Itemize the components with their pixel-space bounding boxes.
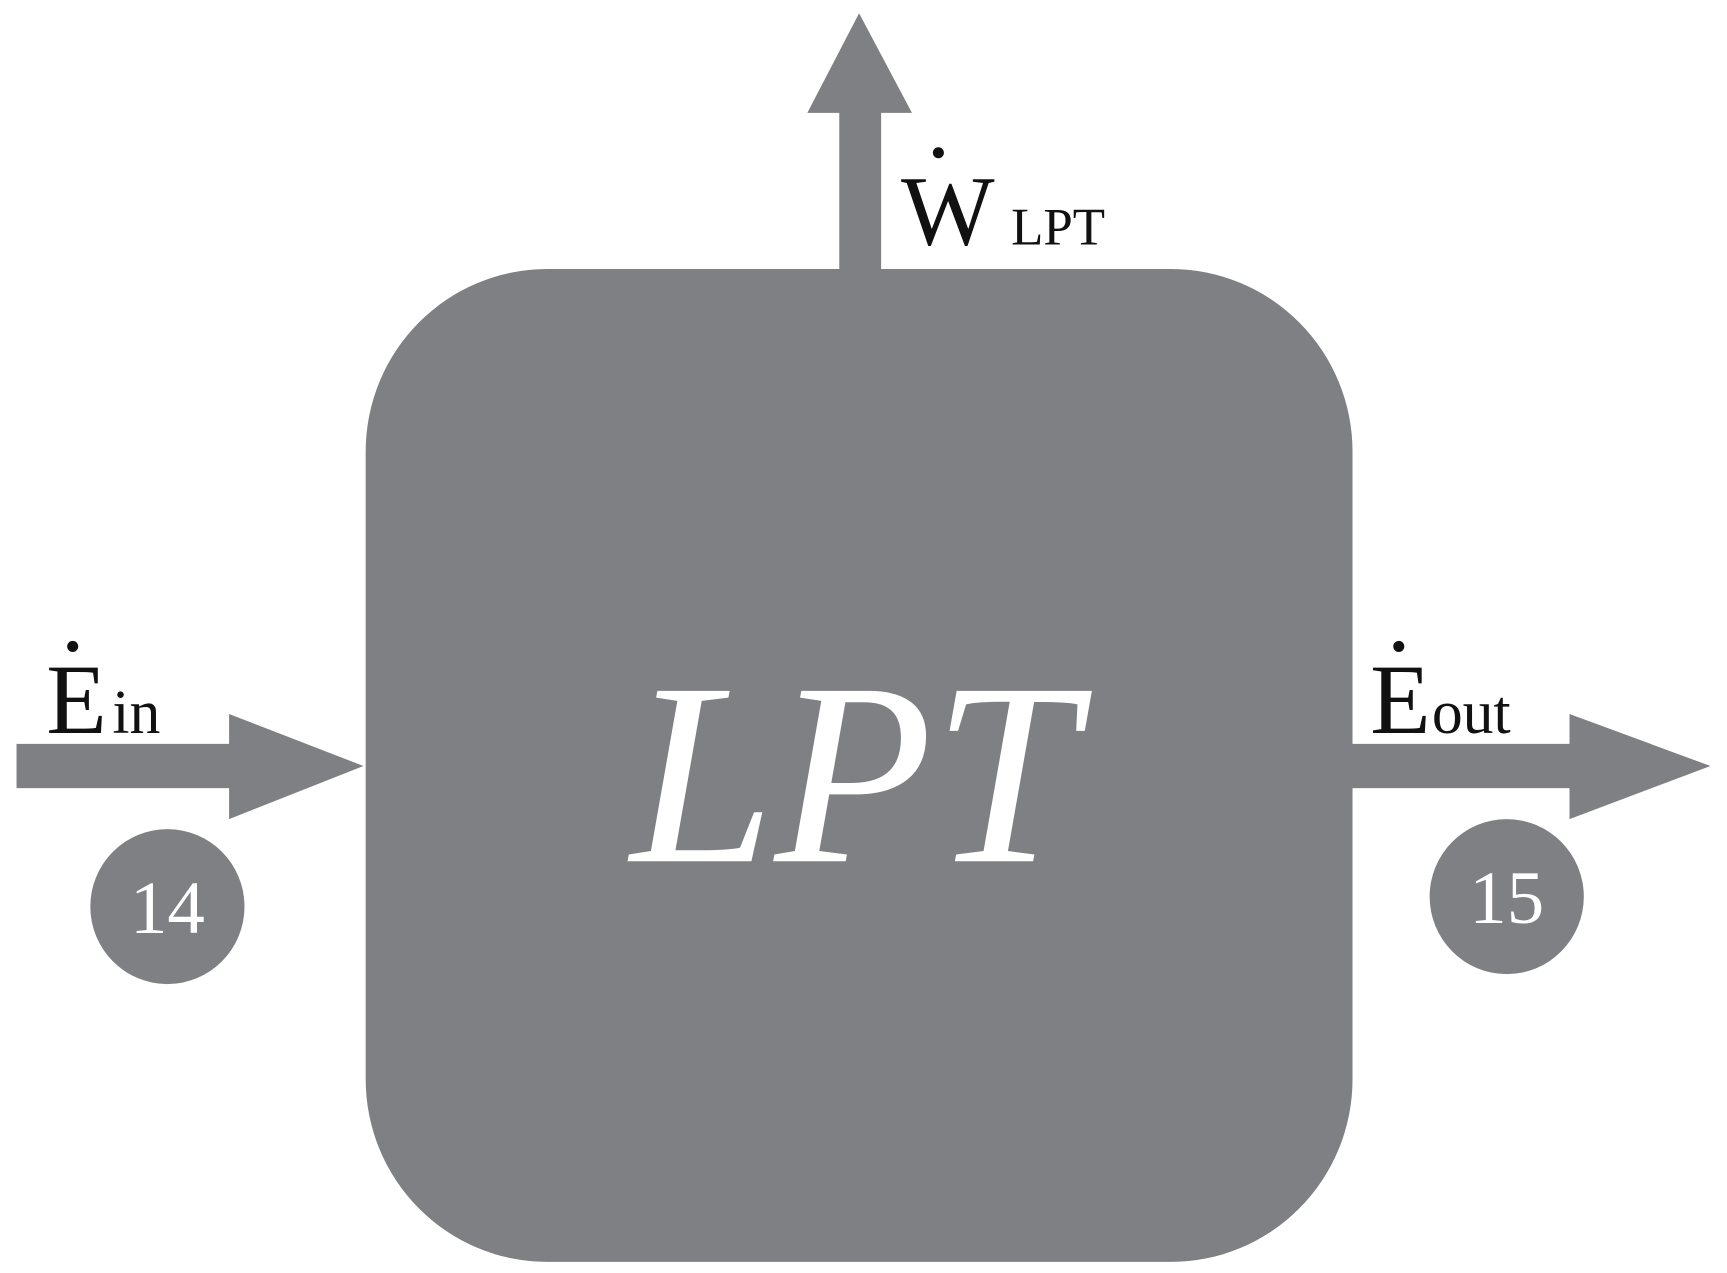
work-output-arrow	[807, 13, 912, 275]
lpt-component-box	[365, 268, 1353, 1262]
work-symbol: W	[901, 156, 995, 266]
dot-accent	[1393, 640, 1405, 652]
dot-accent	[932, 147, 944, 159]
energy-in-arrow	[16, 713, 364, 820]
state-number-14: 14	[130, 867, 205, 950]
work-output-label: W LPT	[901, 147, 1105, 267]
energy-out-label: E out	[1370, 640, 1511, 755]
dot-accent	[67, 640, 79, 652]
energy-out-symbol: E	[1370, 645, 1431, 755]
energy-in-label: E in	[46, 640, 160, 755]
energy-out-subscript: out	[1432, 679, 1511, 747]
energy-in-symbol: E	[46, 645, 107, 755]
state-number-15: 15	[1469, 857, 1544, 940]
component-label: LPT	[627, 631, 1095, 919]
energy-out-arrow	[1349, 713, 1711, 820]
energy-in-subscript: in	[112, 679, 160, 747]
state-circle-15	[1429, 819, 1584, 975]
state-circle-14	[90, 829, 245, 985]
work-subscript: LPT	[1011, 199, 1105, 257]
